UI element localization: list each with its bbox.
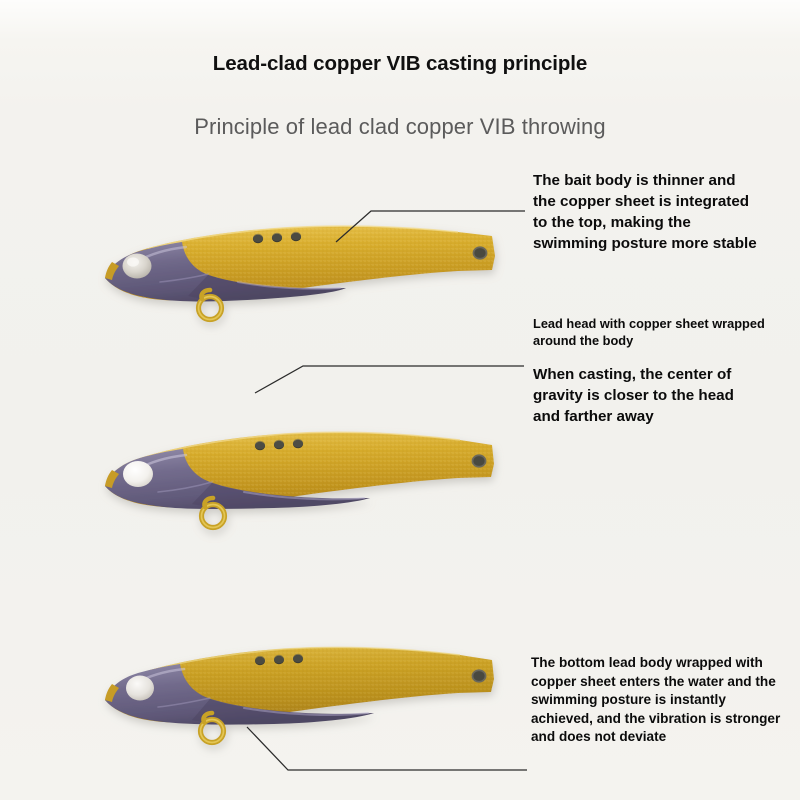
- tail-hole: [472, 246, 488, 260]
- lure-eye: [126, 675, 154, 701]
- vent-holes: [252, 231, 302, 244]
- belly-ring: [197, 710, 227, 746]
- leader-line-middle: [254, 365, 524, 394]
- lure-middle: [88, 412, 508, 532]
- lure-body-middle: [105, 431, 494, 531]
- vent-holes: [254, 438, 304, 451]
- annotation-top-copper-sheet: The bait body is thinner and the copper …: [533, 172, 757, 253]
- page-subtitle: Principle of lead clad copper VIB throwi…: [194, 114, 606, 139]
- belly-ring: [195, 287, 225, 323]
- lure-body-bottom: [105, 646, 494, 746]
- annotation-bottom-lead-body: The bottom lead body wrapped with copper…: [531, 655, 781, 745]
- lure-eye: [122, 253, 152, 279]
- lure-top: [88, 208, 508, 328]
- tail-hole: [471, 454, 487, 468]
- lure-bottom: [88, 628, 508, 748]
- lure-eye: [123, 461, 153, 487]
- vent-holes: [255, 653, 303, 666]
- lure-body-top: [105, 225, 495, 323]
- annotation-center-of-gravity: When casting, the center of gravity is c…: [533, 366, 734, 426]
- page-title: Lead-clad copper VIB casting principle: [212, 52, 588, 75]
- annotation-lead-head: Lead head with copper sheet wrapped arou…: [533, 316, 765, 349]
- belly-ring: [198, 495, 228, 531]
- tail-hole: [471, 669, 487, 683]
